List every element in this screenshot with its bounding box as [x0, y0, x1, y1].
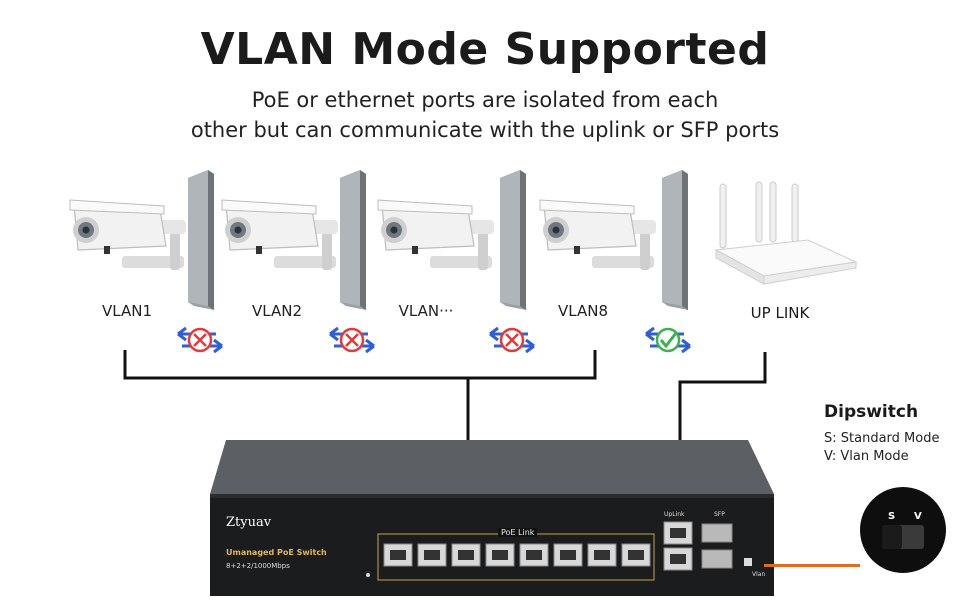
poe-link-label: PoE Link	[498, 528, 538, 537]
vlan-label: VLAN2	[252, 302, 302, 320]
poe-switch	[210, 440, 774, 596]
dipswitch-option-s: S: Standard Mode	[824, 431, 940, 446]
dipswitch-slider[interactable]	[882, 525, 924, 549]
vlan-switch-label: Vlan	[752, 571, 766, 578]
page-title: VLAN Mode Supported	[200, 24, 770, 75]
blocked-icon	[176, 326, 224, 354]
dipswitch-thumb[interactable]	[882, 525, 902, 549]
knob-s-label: S	[888, 511, 896, 522]
knob-v-label: V	[914, 511, 922, 522]
dipswitch-closeup: S V	[860, 487, 946, 573]
brand-name: Ztyuav	[226, 515, 272, 530]
blocked-icon	[328, 326, 376, 354]
vlan-label: VLAN1	[102, 302, 152, 320]
subtitle-line-2: other but can communicate with the uplin…	[190, 118, 780, 142]
sfp-label: SFP	[714, 511, 725, 518]
speed-label: 8+2+2/1000Mbps	[226, 562, 290, 570]
vlan-label: VLAN8	[558, 302, 608, 320]
model-name: Umanaged PoE Switch	[226, 548, 327, 557]
dipswitch-option-v: V: Vlan Mode	[824, 449, 909, 464]
allowed-icon	[644, 326, 692, 354]
subtitle-line-1: PoE or ethernet ports are isolated from …	[251, 88, 719, 112]
callout-line	[764, 564, 860, 567]
blocked-icon	[488, 326, 536, 354]
uplink-label: UP LINK	[750, 304, 810, 322]
dipswitch-title: Dipswitch	[824, 402, 919, 422]
router-icon	[714, 181, 858, 285]
vlan-label: VLAN···	[398, 302, 454, 320]
uplink-port-label: UpLink	[664, 511, 685, 518]
